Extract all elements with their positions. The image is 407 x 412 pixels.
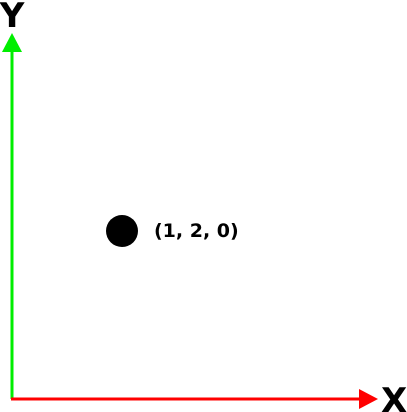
x-axis-arrowhead <box>359 389 378 409</box>
y-axis-arrowhead <box>2 33 22 52</box>
point-marker <box>106 215 138 247</box>
point: (1, 2, 0) <box>106 215 239 247</box>
x-axis-label: X <box>381 381 407 412</box>
y-axis-label: Y <box>0 0 25 36</box>
x-axis: X <box>11 381 407 412</box>
point-label: (1, 2, 0) <box>154 220 239 242</box>
y-axis: Y <box>0 0 25 399</box>
